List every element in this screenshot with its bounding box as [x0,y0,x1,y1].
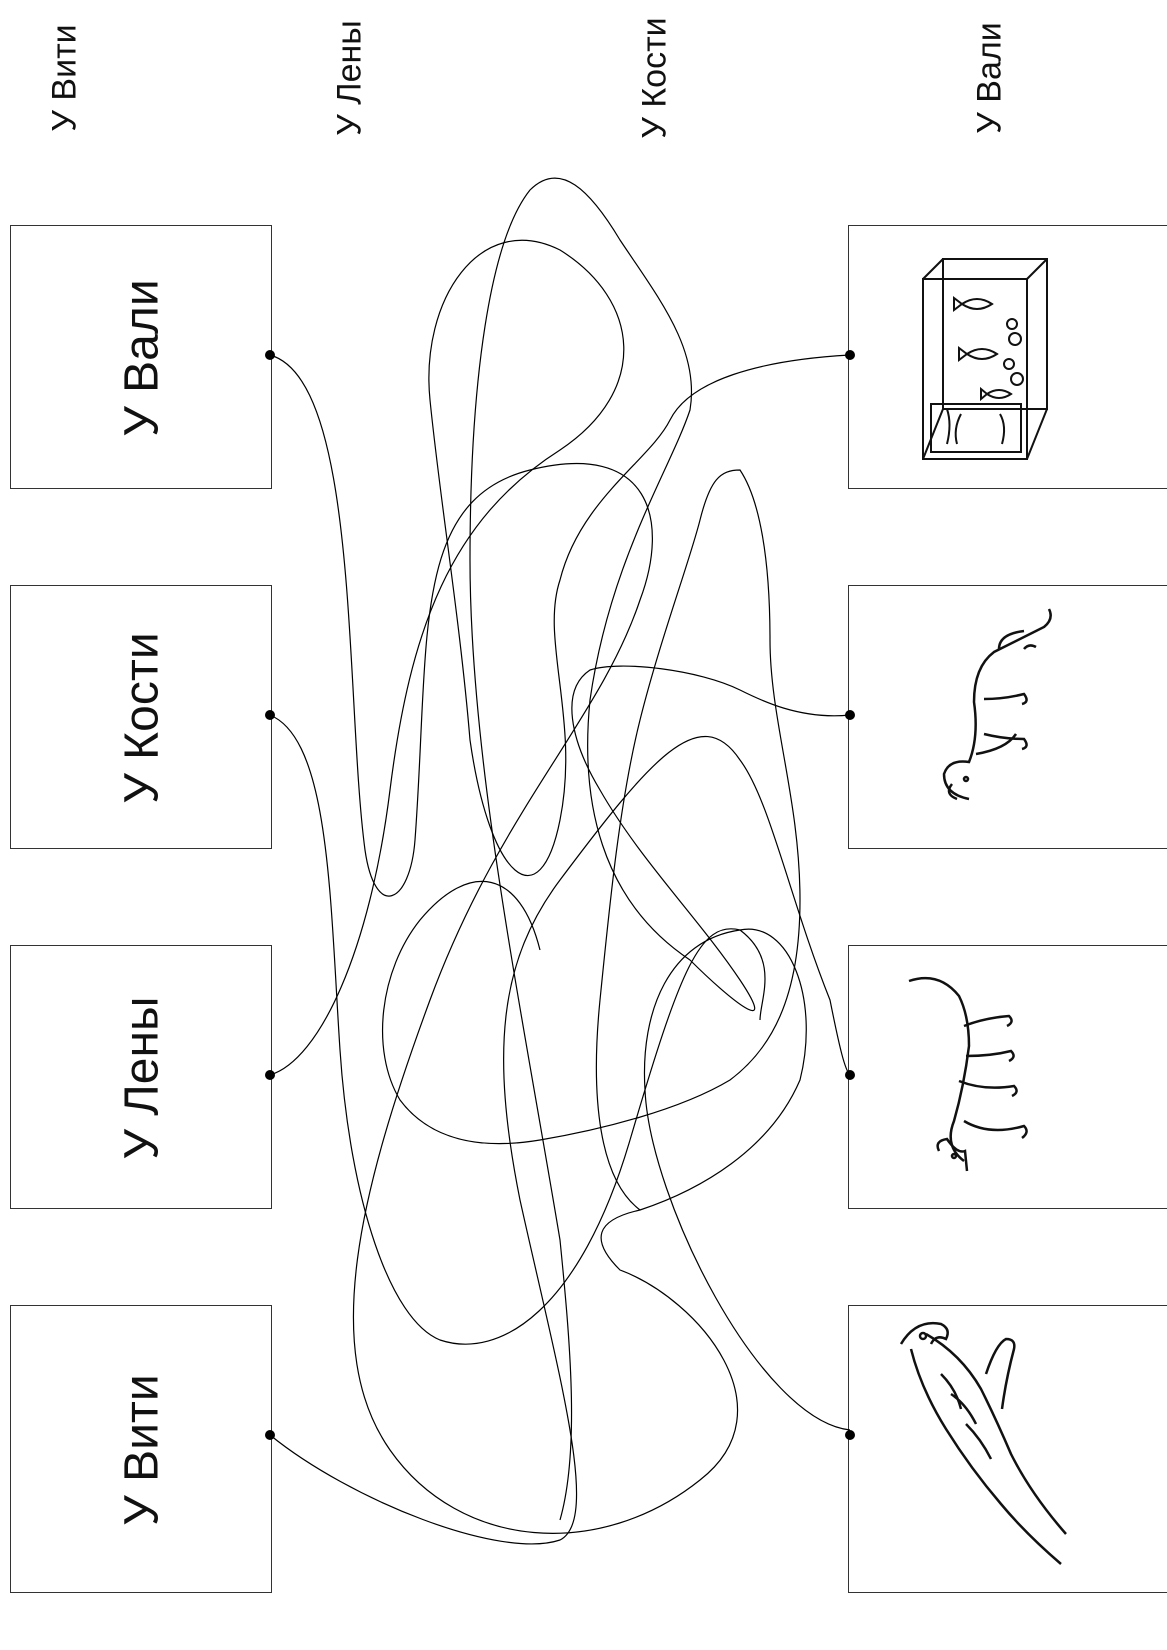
dog-icon [942,608,1052,801]
right-box-aquarium [848,225,1167,489]
right-connector-parrot[interactable] [845,1430,855,1440]
tangle-line-1 [269,354,851,1534]
aquarium-icon [922,258,1048,460]
right-box-parrot [848,1305,1167,1593]
tangle-line-6 [381,469,801,1211]
left-box-viti: У Вити [10,1305,272,1593]
left-connector-vali[interactable] [265,350,275,360]
tangle-line-5 [469,177,851,1521]
right-box-dog [848,585,1167,849]
right-box-cat [848,945,1167,1209]
cat-icon [908,976,1028,1172]
left-connector-kosti[interactable] [265,710,275,720]
left-box-kosti: У Кости [10,585,272,849]
left-box-leny: У Лены [10,945,272,1209]
tangle-line-2 [269,714,766,1345]
right-connector-cat[interactable] [845,1070,855,1080]
right-connector-dog[interactable] [845,710,855,720]
parrot-icon [899,1321,1067,1565]
tangle-line-3 [269,239,851,1076]
left-box-vali: У Вали [10,225,272,489]
tangle-line-4 [269,735,851,1545]
left-connector-leny[interactable] [265,1070,275,1080]
right-connector-aquarium[interactable] [845,350,855,360]
left-connector-viti[interactable] [265,1430,275,1440]
